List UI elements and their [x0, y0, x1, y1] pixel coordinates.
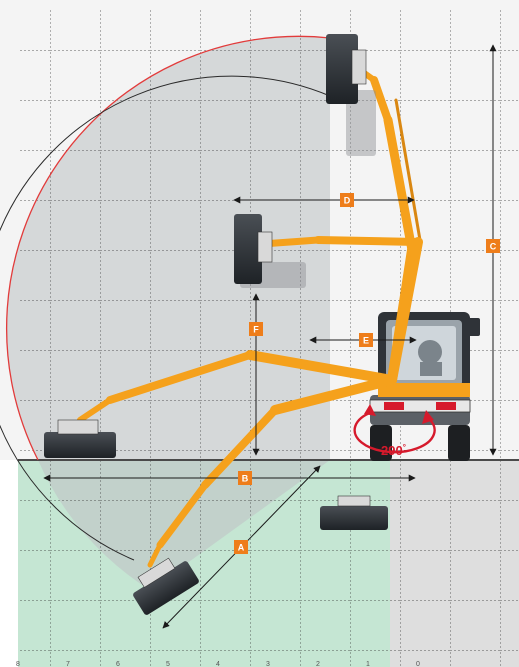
axis-tick: 2 [316, 661, 320, 667]
tag-b: B [238, 471, 252, 485]
svg-text:B: B [242, 474, 249, 484]
tag-a: A [234, 540, 248, 554]
bottom-axis: 8 7 6 5 4 3 2 1 0 [16, 661, 420, 667]
svg-text:D: D [344, 196, 351, 206]
axis-tick: 4 [216, 661, 220, 667]
inner-reach-arc [0, 75, 331, 561]
flail-mower-head-icon [326, 34, 367, 104]
axis-tick: 8 [16, 661, 20, 667]
tag-c: C [486, 239, 500, 253]
flail-mower-head-icon [234, 214, 273, 284]
flail-mower-head-icon [320, 495, 388, 530]
axis-tick: 1 [366, 661, 370, 667]
outer-reach-arc [5, 35, 331, 461]
svg-text:E: E [363, 336, 369, 346]
svg-text:F: F [253, 325, 259, 335]
rotation-arrow-icon [353, 404, 436, 454]
axis-tick: 0 [416, 661, 420, 667]
svg-text:C: C [490, 242, 497, 252]
tag-e: E [359, 333, 373, 347]
tag-d: D [340, 193, 354, 207]
axis-tick: 7 [66, 661, 70, 667]
svg-text:A: A [238, 543, 245, 553]
axis-tick: 5 [166, 661, 170, 667]
tag-f: F [249, 322, 263, 336]
boom-ground-reach [77, 350, 397, 423]
axis-tick: 6 [116, 661, 120, 667]
flail-mower-head-ghost [346, 90, 376, 156]
rotation-value: 290° [381, 443, 406, 458]
axis-tick: 3 [266, 661, 270, 667]
flail-mower-head-icon [44, 419, 116, 458]
